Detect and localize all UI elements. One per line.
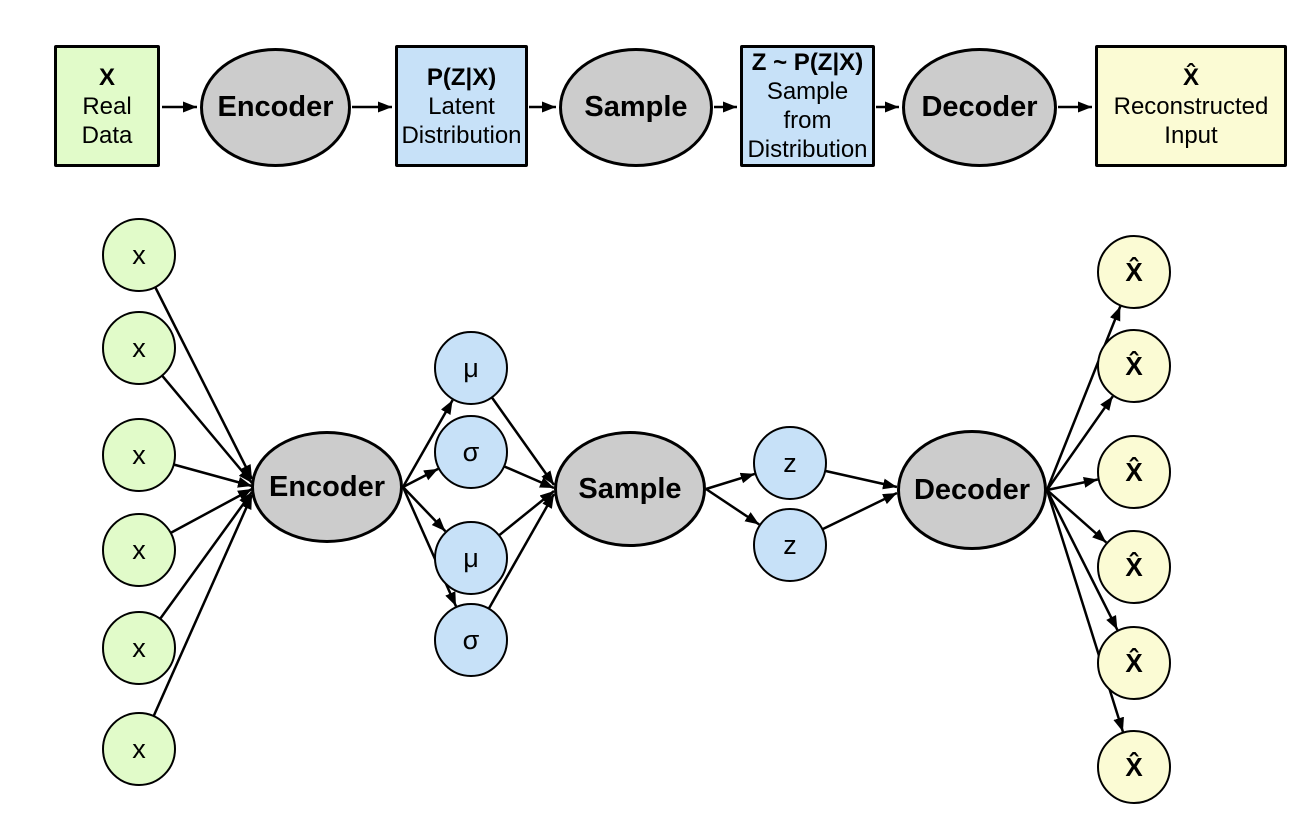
latent-node-mu-1: μ (434, 331, 508, 405)
sample-ellipse: Sample (554, 431, 706, 547)
latent-to-sample-arrows (469, 367, 556, 641)
flow-node-sample-from-distribution: Z ~ P(Z|X) Sample from Distribution (740, 45, 875, 167)
decoder-ellipse: Decoder (897, 430, 1047, 550)
flow-node-decoder: Decoder (902, 48, 1057, 167)
node-label-line: P(Z|X) (426, 63, 497, 91)
output-node-2: X̂ (1097, 329, 1171, 403)
input-node-4: x (102, 513, 176, 587)
arrow (705, 487, 760, 526)
node-label: Encoder (268, 470, 386, 503)
flow-node-encoder: Encoder (200, 48, 351, 167)
node-label: Sample (584, 91, 688, 123)
node-label: μ (463, 352, 479, 383)
node-label: X̂ (1125, 256, 1143, 287)
output-node-1: X̂ (1097, 235, 1171, 309)
node-label-line: Distribution (401, 121, 522, 149)
z-node-1: z (753, 426, 827, 500)
flow-node-reconstructed-input: X̂ Reconstructed Input (1095, 45, 1287, 167)
arrow (137, 254, 254, 480)
arrow (1045, 305, 1122, 491)
arrow (1045, 395, 1114, 491)
node-label-line: Sample (766, 78, 849, 105)
node-label: x (132, 332, 146, 363)
node-label-line: Z ~ P(Z|X) (751, 49, 864, 76)
output-node-3: X̂ (1097, 435, 1171, 509)
node-label: Sample (578, 472, 682, 505)
node-label: σ (462, 436, 480, 467)
node-label: x (132, 733, 146, 764)
node-label-line: from (783, 107, 832, 134)
arrow (1046, 476, 1099, 492)
node-label: z (783, 529, 797, 560)
node-label: X̂ (1125, 751, 1143, 782)
node-label: μ (463, 542, 479, 573)
latent-node-sigma-1: σ (434, 415, 508, 489)
node-label-line: Real (82, 92, 132, 120)
node-label-line: Distribution (747, 136, 868, 163)
node-label: X̂ (1125, 350, 1143, 381)
arrow (1045, 489, 1119, 631)
flow-node-sample: Sample (559, 48, 713, 167)
node-label-line: X̂ (1182, 63, 1199, 91)
node-label-line: Reconstructed (1113, 92, 1269, 120)
latent-node-sigma-2: σ (434, 603, 508, 677)
arrow (705, 472, 756, 491)
z-node-2: z (753, 508, 827, 582)
node-label: X̂ (1125, 647, 1143, 678)
node-label: x (132, 534, 146, 565)
node-label: Decoder (913, 473, 1031, 506)
input-node-1: x (102, 218, 176, 292)
latent-node-mu-2: μ (434, 521, 508, 595)
node-label-line: Latent (428, 92, 495, 120)
node-label-line: Input (1164, 121, 1218, 149)
input-node-6: x (102, 712, 176, 786)
node-label: X̂ (1125, 551, 1143, 582)
node-label-line: X (98, 63, 115, 91)
node-label: Decoder (921, 91, 1038, 123)
node-label: Encoder (217, 91, 334, 123)
output-node-6: X̂ (1097, 730, 1171, 804)
node-label: X̂ (1125, 456, 1143, 487)
node-label: z (783, 447, 797, 478)
arrow (1046, 489, 1108, 544)
node-label: x (132, 239, 146, 270)
arrow (1045, 489, 1125, 733)
node-label: σ (462, 624, 480, 655)
input-node-3: x (102, 418, 176, 492)
flow-node-real-data: X Real Data (54, 45, 160, 167)
node-label-line: Data (81, 121, 133, 149)
output-node-5: X̂ (1097, 626, 1171, 700)
input-node-2: x (102, 311, 176, 385)
arrow (401, 399, 454, 488)
arrow (402, 467, 439, 489)
input-node-5: x (102, 611, 176, 685)
flow-node-latent-distribution: P(Z|X) Latent Distribution (395, 45, 528, 167)
node-label: x (132, 439, 146, 470)
output-node-4: X̂ (1097, 530, 1171, 604)
arrow (137, 494, 254, 750)
encoder-ellipse: Encoder (251, 431, 403, 543)
node-label: x (132, 632, 146, 663)
sample-to-z-arrows (705, 472, 760, 526)
arrow (402, 486, 447, 533)
